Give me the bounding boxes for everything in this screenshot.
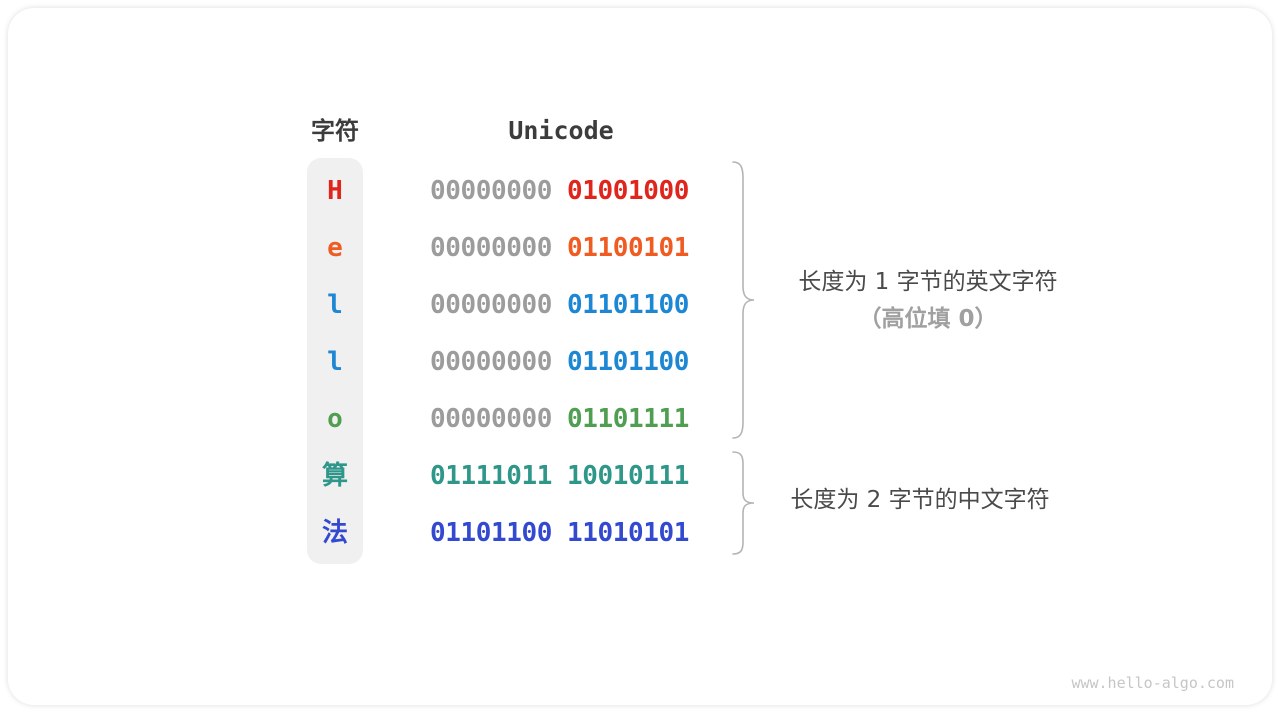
byte1-cell: 01111011 bbox=[430, 461, 553, 491]
group2-label: 长度为 2 字节的中文字符 bbox=[760, 485, 1080, 515]
char-column-background bbox=[307, 158, 363, 564]
group1-label: 长度为 1 字节的英文字符 （高位填 0） bbox=[768, 267, 1088, 334]
byte1-cell: 00000000 bbox=[430, 233, 553, 263]
encoding-row: e 00000000 01100101 bbox=[0, 220, 1280, 277]
character-cell: l bbox=[327, 347, 343, 377]
byte2-cell: 01100101 bbox=[567, 233, 690, 263]
byte1-cell: 00000000 bbox=[430, 176, 553, 206]
byte2-cell: 01101111 bbox=[567, 404, 690, 434]
site-watermark: www.hello-algo.com bbox=[1071, 674, 1234, 692]
character-cell: o bbox=[327, 404, 343, 434]
byte1-cell: 00000000 bbox=[430, 404, 553, 434]
brace-group2-icon bbox=[732, 451, 755, 555]
byte1-cell: 01101100 bbox=[430, 518, 553, 548]
column-header-char: 字符 bbox=[311, 117, 359, 145]
byte2-cell: 01001000 bbox=[567, 176, 690, 206]
byte1-cell: 00000000 bbox=[430, 347, 553, 377]
column-header-unicode: Unicode bbox=[508, 116, 614, 145]
character-cell: e bbox=[327, 233, 343, 263]
byte2-cell: 11010101 bbox=[567, 518, 690, 548]
byte2-cell: 01101100 bbox=[567, 347, 690, 377]
encoding-row: l 00000000 01101100 bbox=[0, 334, 1280, 391]
group2-label-line1: 长度为 2 字节的中文字符 bbox=[790, 487, 1050, 513]
character-cell: l bbox=[327, 290, 343, 320]
diagram-card bbox=[8, 8, 1272, 705]
byte2-cell: 01101100 bbox=[567, 290, 690, 320]
group1-label-line2: （高位填 0） bbox=[858, 306, 998, 332]
encoding-row: H 00000000 01001000 bbox=[0, 163, 1280, 220]
encoding-row: 算 01111011 10010111 bbox=[0, 448, 1280, 505]
encoding-row: o 00000000 01101111 bbox=[0, 391, 1280, 448]
byte2-cell: 10010111 bbox=[567, 461, 690, 491]
character-cell: 算 bbox=[321, 461, 348, 491]
encoding-row: l 00000000 01101100 bbox=[0, 277, 1280, 334]
encoding-rows: H 00000000 01001000 e 00000000 01100101 … bbox=[0, 163, 1280, 562]
brace-group1-icon bbox=[732, 161, 755, 439]
encoding-row: 法 01101100 11010101 bbox=[0, 505, 1280, 562]
byte1-cell: 00000000 bbox=[430, 290, 553, 320]
character-cell: 法 bbox=[321, 518, 348, 548]
group1-label-line1: 长度为 1 字节的英文字符 bbox=[798, 269, 1058, 295]
character-cell: H bbox=[327, 176, 343, 206]
